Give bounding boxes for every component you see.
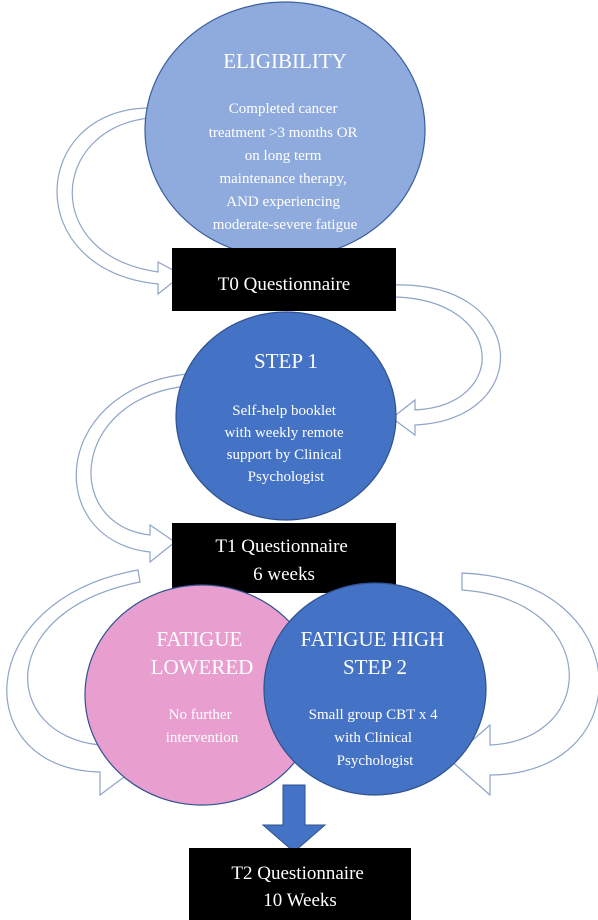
- t2-questionnaire-label: T2 Questionnaire 10 Weeks: [231, 863, 368, 911]
- step1-description: Self-help booklet with weekly remote sup…: [225, 403, 348, 485]
- step1-circle: [175, 311, 397, 521]
- curved-arrow-t0-to-step1: [391, 284, 501, 437]
- fatigue-lowered-outcome: No further intervention: [166, 707, 239, 746]
- fatigue-high-title: FATIGUE HIGH STEP 2: [301, 627, 450, 679]
- curved-arrow-t1-to-fatigue-high: [449, 572, 598, 797]
- t0-questionnaire-box: [172, 248, 396, 311]
- t1-questionnaire-label: T1 Questionnaire 6 weeks: [215, 536, 352, 585]
- curved-arrow-t1-to-fatigue-lowered: [6, 569, 141, 797]
- t0-questionnaire-label: T0 Questionnaire: [218, 274, 350, 295]
- t2-questionnaire-box: [189, 848, 411, 920]
- down-arrow: [261, 784, 327, 853]
- step1-title: STEP 1: [254, 349, 318, 373]
- curved-arrow-step1-to-t1: [75, 372, 201, 564]
- fatigue-high-circle: [263, 582, 487, 796]
- curved-arrow-eligibility-to-t0: [56, 107, 184, 296]
- eligibility-criteria: Completed cancer treatment >3 months OR …: [209, 101, 362, 233]
- fatigue-high-intervention: Small group CBT x 4 with Clinical Psycho…: [309, 707, 442, 769]
- eligibility-title: ELIGIBILITY: [223, 49, 347, 73]
- t1-questionnaire-box: [172, 523, 396, 593]
- fatigue-lowered-title: FATIGUE LOWERED: [151, 627, 254, 679]
